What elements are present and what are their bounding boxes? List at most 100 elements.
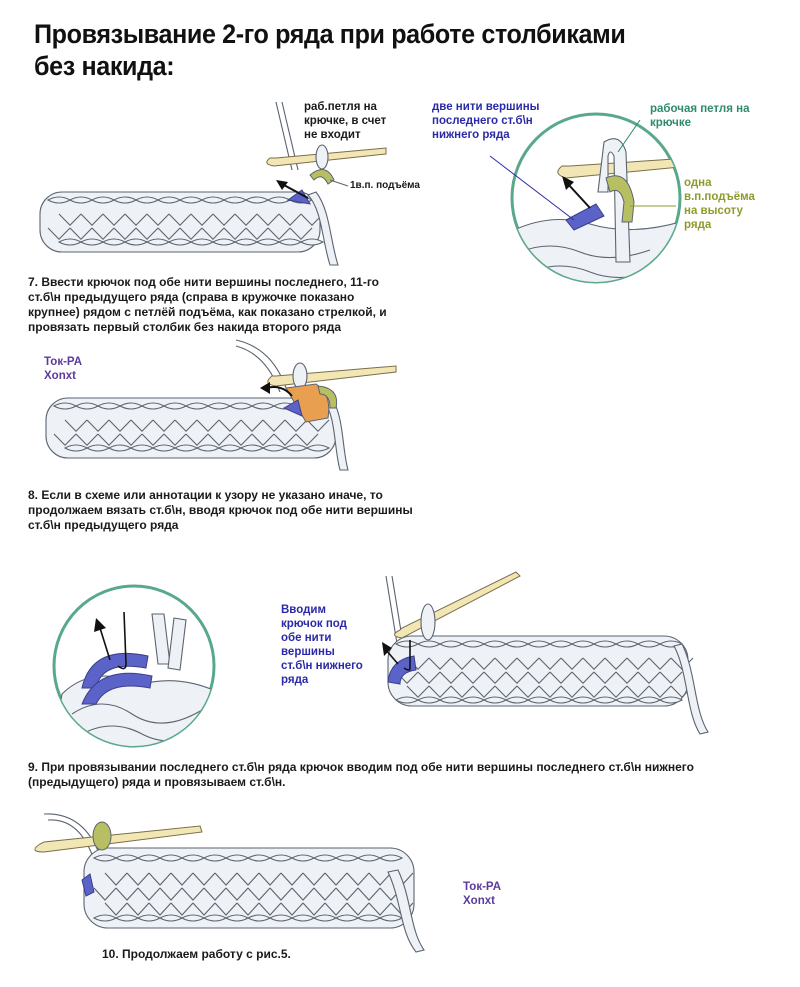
stitch <box>549 671 573 684</box>
label-line: не входит <box>304 129 361 141</box>
stitch <box>368 872 392 886</box>
stitch <box>267 227 291 240</box>
stitch <box>58 213 82 226</box>
figure-10-swatch <box>34 813 425 953</box>
caption-line: ст.б\н предыдущего ряда (справа в кружоч… <box>28 290 355 304</box>
watermark-10: Ток-PA Xonxt <box>463 880 501 908</box>
step-9-caption: 9. При провязывании последнего ст.б\н ря… <box>28 760 694 790</box>
label-line: ст.б\н нижнего <box>281 660 363 672</box>
stitch <box>118 402 144 410</box>
stitch <box>79 238 105 246</box>
stitch <box>195 444 221 452</box>
stitch <box>592 640 618 648</box>
stitch <box>516 657 540 670</box>
stitch <box>604 657 628 670</box>
watermark-line: Xonxt <box>44 370 76 382</box>
stitch <box>516 685 540 698</box>
label-working-loop-zoom: рабочая петля на крючке <box>650 102 749 130</box>
label-one-chain: одна в.п.подъёма на высоту ряда <box>684 176 755 232</box>
stitch <box>247 887 271 901</box>
stitch <box>140 402 166 410</box>
stitch <box>179 227 203 240</box>
stitch <box>214 902 238 916</box>
lift-loop <box>92 821 112 851</box>
stitch <box>560 685 584 698</box>
stitch <box>80 213 104 226</box>
stitch <box>135 227 159 240</box>
stitch <box>648 685 672 698</box>
stitch <box>123 238 149 246</box>
label-line: обе нити <box>281 632 332 644</box>
stitch <box>273 433 297 446</box>
stitch <box>560 657 584 670</box>
stitch <box>258 872 282 886</box>
label-working-loop: раб.петля на крючке, в счет не входит <box>304 100 386 142</box>
stitch <box>112 196 138 204</box>
stitch <box>200 196 226 204</box>
title-line-2: без накида: <box>34 51 175 81</box>
stitch <box>494 657 518 670</box>
stitch <box>472 657 496 670</box>
stitch <box>461 671 485 684</box>
stitch <box>225 887 249 901</box>
stitch <box>104 902 128 916</box>
stitch <box>233 238 259 246</box>
stitch <box>57 238 83 246</box>
stitch <box>261 444 287 452</box>
stitch <box>158 854 184 862</box>
stitch <box>240 419 264 432</box>
stitch <box>526 696 552 704</box>
stitch <box>394 696 420 704</box>
stitch <box>151 444 177 452</box>
stitch <box>482 696 508 704</box>
title-line-1: Провязывание 2-го ряда при работе столби… <box>34 19 626 49</box>
label-line: раб.петля на <box>304 101 377 113</box>
stitch <box>289 227 313 240</box>
stitch <box>269 887 293 901</box>
label-line: крючке <box>650 117 691 129</box>
stitch <box>291 887 315 901</box>
stitch <box>268 914 294 922</box>
stitch <box>614 640 640 648</box>
stitch <box>136 914 162 922</box>
stitch <box>126 872 150 886</box>
stitch <box>156 196 182 204</box>
stitch <box>570 696 596 704</box>
stitch <box>244 196 270 204</box>
stitch <box>174 419 198 432</box>
stitch <box>324 872 348 886</box>
label-line: одна <box>684 177 712 189</box>
stitch <box>212 213 236 226</box>
stitch <box>113 227 137 240</box>
stitch <box>290 914 316 922</box>
stitch <box>115 887 139 901</box>
stitch <box>68 196 94 204</box>
label-line: в.п.подъёма <box>684 191 755 203</box>
stitch <box>97 433 121 446</box>
stitch <box>324 902 348 916</box>
stitch <box>636 640 662 648</box>
label-insert-hook: Вводим крючок под обе нити вершины ст.б\… <box>281 603 363 687</box>
stitch <box>224 854 250 862</box>
stitch <box>283 444 309 452</box>
stitch <box>626 657 650 670</box>
step-7-caption: 7. Ввести крючок под обе нити вершины по… <box>28 275 387 335</box>
stitch <box>124 213 148 226</box>
stitch <box>189 238 215 246</box>
label-line: вершины <box>281 646 335 658</box>
zoom-leader-lines <box>489 119 676 221</box>
caption-line: 9. При провязывании последнего ст.б\н ря… <box>28 760 694 774</box>
stitch <box>114 914 140 922</box>
stitch <box>91 227 115 240</box>
stitch <box>636 696 662 704</box>
stitch <box>47 227 71 240</box>
stitch <box>582 685 606 698</box>
label-line: Вводим <box>281 604 326 616</box>
stitch <box>119 433 143 446</box>
figure-9-swatch <box>382 571 709 735</box>
figure-8-swatch <box>45 339 397 471</box>
stitch <box>239 444 265 452</box>
stitch <box>439 671 463 684</box>
arrow-icon <box>276 180 309 199</box>
stitch <box>74 402 100 410</box>
